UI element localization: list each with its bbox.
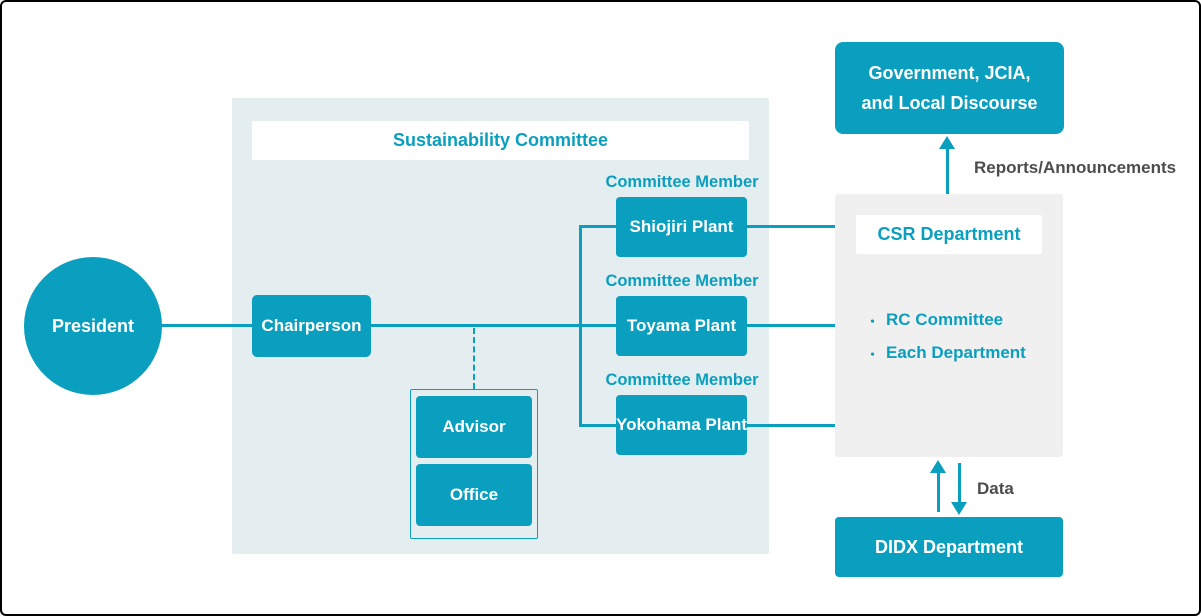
chairperson-node: Chairperson (252, 295, 371, 357)
csr-department-title: CSR Department (877, 224, 1021, 244)
government-jcia-node: Government, JCIA, and Local Discourse (835, 42, 1064, 134)
bullet-marker: ・ (866, 313, 880, 329)
shiojiri-plant-label: Shiojiri Plant (629, 217, 734, 236)
advisor-label: Advisor (442, 417, 506, 436)
csr-bullet-item-each-department: ・ Each Department (866, 343, 1056, 363)
committee-member-label: Committee Member (605, 173, 759, 191)
office-label: Office (449, 485, 499, 504)
connector-bracket-yokohama (579, 424, 616, 427)
office-node: Office (416, 464, 532, 526)
data-label: Data (977, 479, 1014, 498)
connector-bracket-shiojiri (579, 225, 616, 228)
connector-chairperson-plants (371, 324, 616, 327)
toyama-plant-label: Toyama Plant (626, 316, 737, 335)
committee-member-label: Committee Member (605, 272, 759, 290)
csr-department-title-bar: CSR Department (856, 215, 1042, 254)
connector-plants-bracket (579, 225, 582, 427)
advisor-office-group (410, 389, 538, 539)
government-label-line1: Government, JCIA, (868, 63, 1031, 83)
government-label-line2: and Local Discourse (861, 93, 1038, 113)
data-arrowhead-up-icon (930, 460, 946, 473)
yokohama-plant-node: Yokohama Plant (616, 395, 747, 455)
csr-bullet-text: RC Committee (886, 310, 1004, 329)
chairperson-label: Chairperson (261, 316, 362, 335)
advisor-node: Advisor (416, 396, 532, 458)
data-arrow-down-shaft (958, 463, 961, 504)
yokohama-plant-label: Yokohama Plant (616, 415, 747, 434)
committee-member-label: Committee Member (605, 371, 759, 389)
csr-bullet-item-rc-committee: ・ RC Committee (866, 310, 1056, 330)
csr-bullet-list: ・ RC Committee ・ Each Department (866, 310, 1056, 363)
sustainability-committee-title-bar: Sustainability Committee (252, 121, 749, 160)
connector-yokohama-csr (747, 424, 835, 427)
reports-announcements-label: Reports/Announcements (974, 158, 1177, 177)
shiojiri-plant-node: Shiojiri Plant (616, 197, 747, 257)
didx-department-node: DIDX Department (835, 517, 1063, 577)
sustainability-committee-title: Sustainability Committee (392, 130, 609, 150)
csr-bullet-text: Each Department (886, 343, 1026, 362)
connector-toyama-csr (747, 324, 835, 327)
bullet-marker: ・ (866, 346, 880, 362)
connector-shiojiri-csr (747, 225, 835, 228)
president-node: President (24, 257, 162, 395)
reports-arrow-shaft (946, 148, 949, 194)
didx-department-label: DIDX Department (874, 536, 1024, 557)
president-label: President (51, 315, 135, 336)
reports-arrowhead-up-icon (939, 136, 955, 149)
toyama-plant-node: Toyama Plant (616, 296, 747, 356)
data-arrowhead-down-icon (951, 502, 967, 515)
connector-president-chairperson (160, 324, 252, 327)
connector-dashed-advisor (473, 328, 475, 389)
data-arrow-up-shaft (937, 471, 940, 512)
